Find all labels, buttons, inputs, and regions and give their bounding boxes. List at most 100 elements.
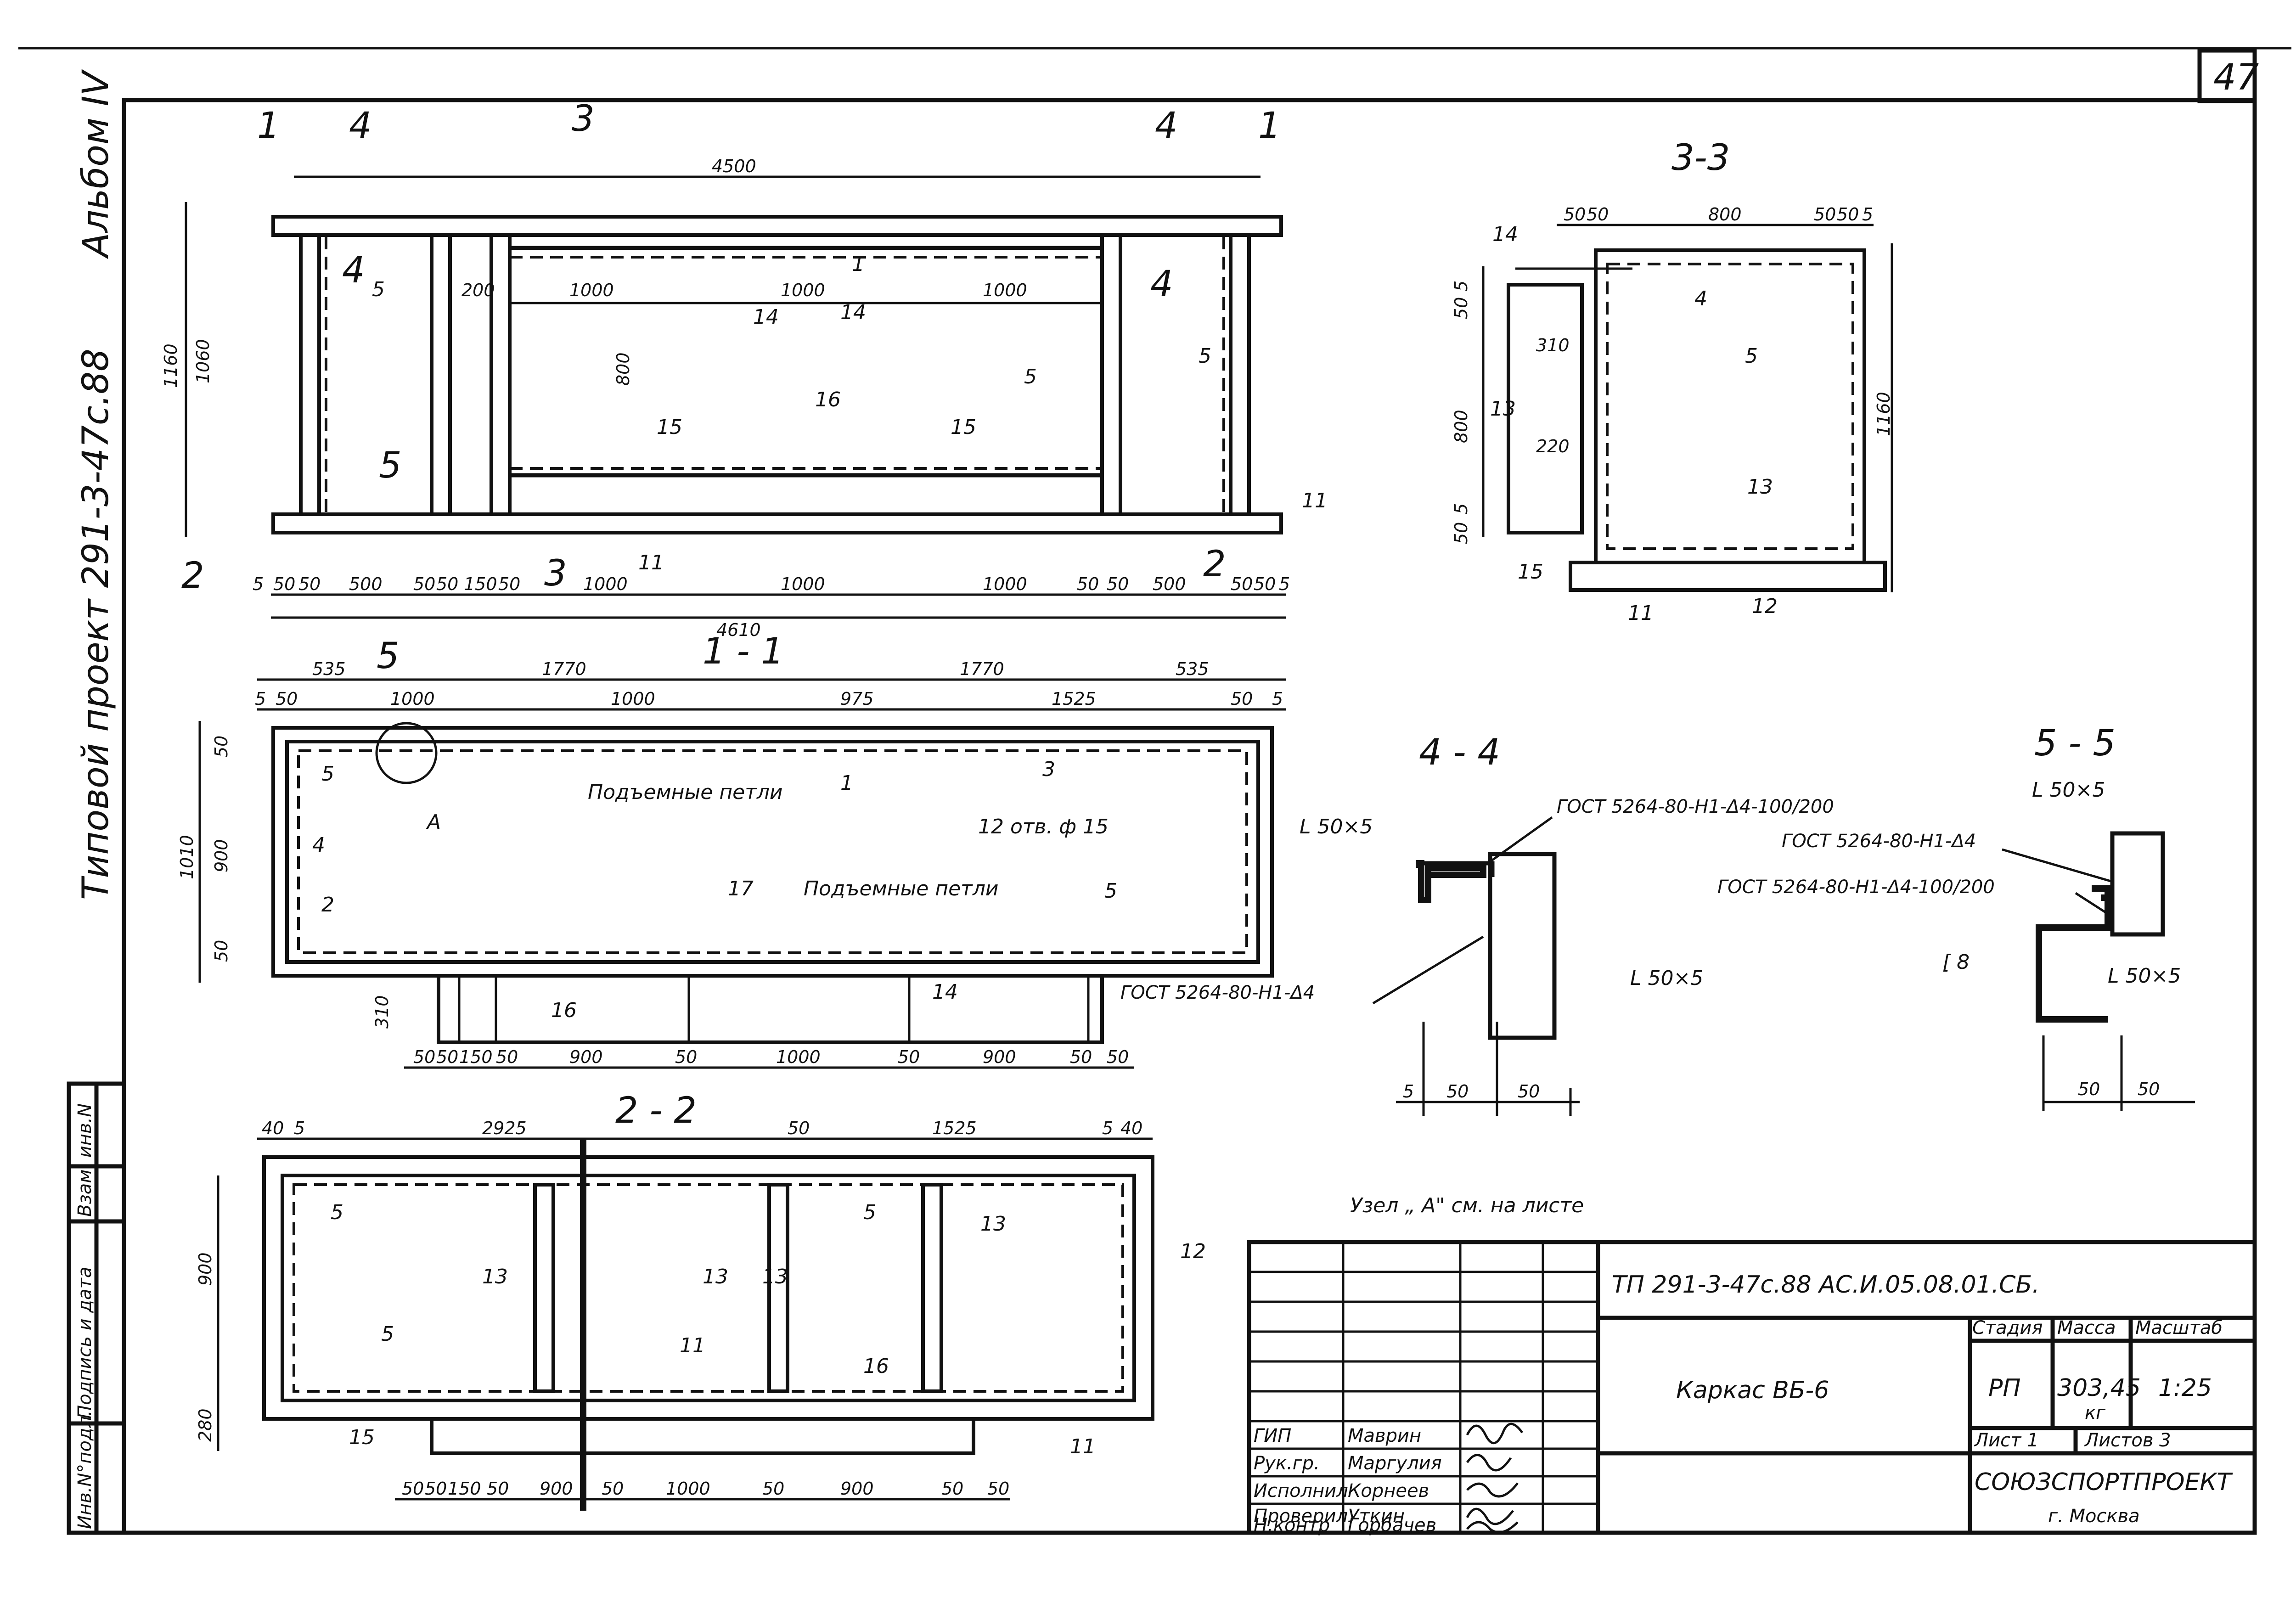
svg-text:15: 15 xyxy=(951,416,976,439)
section-4-4: 4 - 4 5 50 50 L 50×5 L 50×5 ГОСТ 5264-80… xyxy=(1120,732,1834,1116)
svg-text:Масса: Масса xyxy=(2057,1317,2116,1338)
section-5-5-weld-1: ГОСТ 5264-80-Н1-Δ4 xyxy=(1782,831,1976,852)
svg-text:535: 535 xyxy=(312,659,346,679)
svg-text:40: 40 xyxy=(1120,1118,1142,1138)
svg-text:50: 50 xyxy=(1231,574,1253,594)
section-1-1-title: 1 - 1 xyxy=(703,631,784,672)
holes-label: 12 отв. ф 15 xyxy=(978,815,1109,838)
svg-text:50: 50 xyxy=(498,574,520,594)
svg-text:900: 900 xyxy=(983,1047,1016,1067)
svg-text:Маврин: Маврин xyxy=(1348,1425,1421,1446)
section-3-3-title: 3-3 xyxy=(1671,137,1730,179)
svg-text:5: 5 xyxy=(294,1118,305,1138)
svg-text:5: 5 xyxy=(1403,1081,1414,1102)
svg-text:50: 50 xyxy=(1564,204,1586,225)
svg-text:2925: 2925 xyxy=(482,1118,527,1138)
svg-text:3: 3 xyxy=(1042,758,1055,781)
svg-text:14: 14 xyxy=(932,980,958,1004)
svg-text:17: 17 xyxy=(728,877,754,900)
svg-text:кг: кг xyxy=(2085,1402,2106,1423)
svg-text:12: 12 xyxy=(1752,595,1778,618)
svg-text:5: 5 xyxy=(1279,574,1290,594)
plan-dim-total: 4610 xyxy=(716,620,761,640)
svg-text:Листов 3: Листов 3 xyxy=(2084,1430,2171,1451)
node-a-label: А xyxy=(426,810,441,834)
plan-view: 4500 4610 1160 1060 800 1000 1000 1000 2… xyxy=(161,98,1328,677)
svg-text:Стадия: Стадия xyxy=(1972,1317,2043,1338)
section-1-1: 1 - 1 535 1770 1770 535 5 50 1000 1000 9… xyxy=(177,631,1286,1069)
svg-text:50: 50 xyxy=(413,1047,435,1067)
svg-text:1010: 1010 xyxy=(177,835,197,879)
svg-text:Масштаб: Масштаб xyxy=(2135,1317,2223,1338)
svg-text:11: 11 xyxy=(638,551,664,574)
svg-text:2: 2 xyxy=(1203,544,1226,585)
section-5-5-channel: [ 8 xyxy=(1942,950,1970,974)
svg-text:50: 50 xyxy=(987,1479,1009,1499)
svg-text:5: 5 xyxy=(1104,879,1117,903)
svg-text:Маргулия: Маргулия xyxy=(1348,1453,1442,1474)
svg-text:ГИП: ГИП xyxy=(1254,1425,1291,1446)
svg-text:Проверил: Проверил xyxy=(1254,1506,1348,1527)
svg-text:50: 50 xyxy=(1837,204,1859,225)
svg-text:50: 50 xyxy=(436,574,458,594)
svg-text:50: 50 xyxy=(1451,522,1471,544)
section-5-5-title: 5 - 5 xyxy=(2034,723,2116,764)
svg-text:5: 5 xyxy=(1272,689,1283,709)
signature-4 xyxy=(1466,1507,1514,1525)
svg-text:5: 5 xyxy=(255,689,266,709)
svg-text:1160: 1160 xyxy=(1874,392,1894,436)
signature-2 xyxy=(1466,1454,1512,1472)
svg-text:13: 13 xyxy=(1490,397,1516,421)
section-5-5: 5 - 5 L 50×5 50 50 ГОСТ 5264-80-Н1-Δ4 ГО… xyxy=(1717,723,2195,1111)
svg-text:14: 14 xyxy=(840,301,866,324)
svg-text:13: 13 xyxy=(1747,475,1773,499)
svg-text:5: 5 xyxy=(331,1201,343,1224)
plan-dim-top-1: 1000 xyxy=(569,280,614,300)
page-number: 47 xyxy=(2213,57,2259,98)
svg-text:50: 50 xyxy=(1107,1047,1129,1067)
svg-text:5: 5 xyxy=(253,574,264,594)
svg-text:5: 5 xyxy=(1102,1118,1113,1138)
svg-text:50: 50 xyxy=(2138,1079,2160,1099)
svg-text:5: 5 xyxy=(1451,503,1471,514)
section-5-5-angle-top: L 50×5 xyxy=(2032,778,2105,802)
svg-text:535: 535 xyxy=(1176,659,1209,679)
svg-text:1000: 1000 xyxy=(390,689,435,709)
svg-text:Лист 1: Лист 1 xyxy=(1974,1430,2039,1451)
svg-text:50: 50 xyxy=(1446,1081,1469,1102)
svg-text:2: 2 xyxy=(181,555,204,596)
plan-dim-height-inner: 1060 xyxy=(193,339,213,383)
svg-text:5: 5 xyxy=(1024,365,1037,388)
scale-value: 1:25 xyxy=(2158,1374,2212,1402)
svg-text:50: 50 xyxy=(402,1479,424,1499)
svg-text:50: 50 xyxy=(1587,204,1609,225)
lifting-loops-label-2: Подъемные петли xyxy=(804,877,999,900)
section-4-4-angle-top: L 50×5 xyxy=(1300,815,1373,838)
album-label: Альбом IV xyxy=(75,69,117,259)
svg-text:5: 5 xyxy=(321,762,334,786)
svg-text:Корнеев: Корнеев xyxy=(1348,1480,1429,1502)
svg-text:1: 1 xyxy=(852,253,865,276)
svg-text:150: 150 xyxy=(464,574,497,594)
signature-3 xyxy=(1466,1482,1519,1498)
plan-top-chord xyxy=(271,215,1283,237)
organization: СОЮЗСПОРТПРОЕКТ xyxy=(1975,1468,2233,1496)
svg-text:Рук.гр.: Рук.гр. xyxy=(1254,1453,1320,1474)
svg-text:5: 5 xyxy=(372,278,385,301)
node-a-note: Узел „ А" см. на листе xyxy=(1350,1194,1584,1217)
svg-text:1525: 1525 xyxy=(1052,689,1096,709)
section-2-2-title: 2 - 2 xyxy=(615,1090,697,1131)
drawing-name: Каркас ВБ-6 xyxy=(1676,1377,1829,1404)
plan-bottom-chord xyxy=(271,512,1283,534)
svg-text:4: 4 xyxy=(349,105,372,146)
svg-text:15: 15 xyxy=(349,1426,375,1449)
stamp-inv-label: Инв.N°подл. xyxy=(74,1410,96,1529)
svg-text:50: 50 xyxy=(1077,574,1099,594)
svg-text:50: 50 xyxy=(1814,204,1836,225)
svg-text:50: 50 xyxy=(2078,1079,2100,1099)
svg-text:1: 1 xyxy=(1258,105,1281,146)
svg-text:900: 900 xyxy=(569,1047,603,1067)
svg-text:4: 4 xyxy=(312,833,325,857)
